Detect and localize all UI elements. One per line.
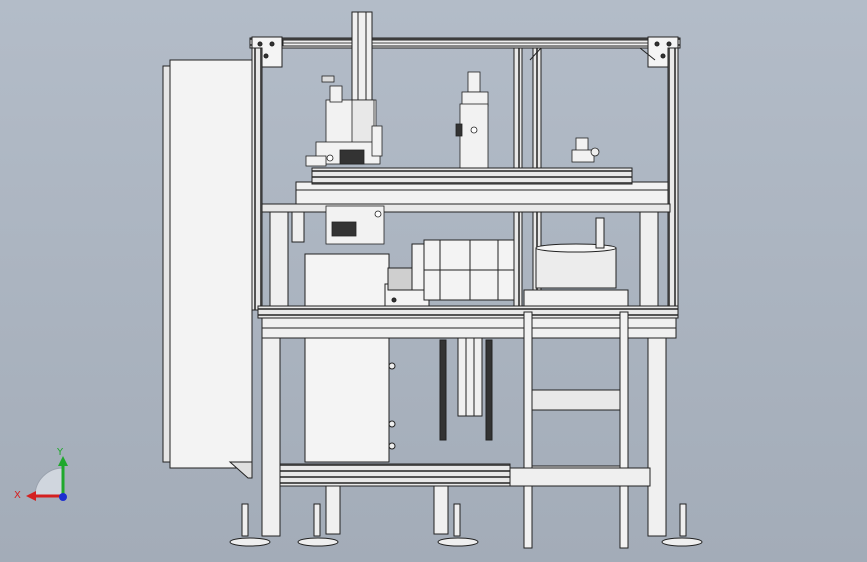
linear-axis-rail[interactable] xyxy=(261,167,671,213)
coordinate-triad: Y X xyxy=(14,447,68,501)
main-deck[interactable] xyxy=(257,305,679,339)
top-frame-beam[interactable] xyxy=(249,36,681,68)
lift-screws[interactable] xyxy=(439,337,493,441)
right-small-actuator[interactable] xyxy=(571,137,600,163)
vertical-column[interactable] xyxy=(351,11,373,101)
tray-stack[interactable] xyxy=(411,239,515,301)
lower-carriage[interactable] xyxy=(325,205,385,245)
left-actuator-assembly[interactable] xyxy=(305,75,383,167)
step-ladder[interactable] xyxy=(523,311,629,549)
bottom-crossbar[interactable] xyxy=(279,463,651,487)
motor-housing[interactable] xyxy=(304,253,430,463)
electrical-cabinet[interactable] xyxy=(162,59,253,479)
rotary-component[interactable] xyxy=(523,217,629,307)
inner-supports[interactable] xyxy=(269,211,659,309)
leveling-feet[interactable] xyxy=(229,503,703,547)
x-axis-label: X xyxy=(14,490,21,501)
z-axis-dot xyxy=(59,493,67,501)
y-axis-label: Y xyxy=(56,447,64,458)
